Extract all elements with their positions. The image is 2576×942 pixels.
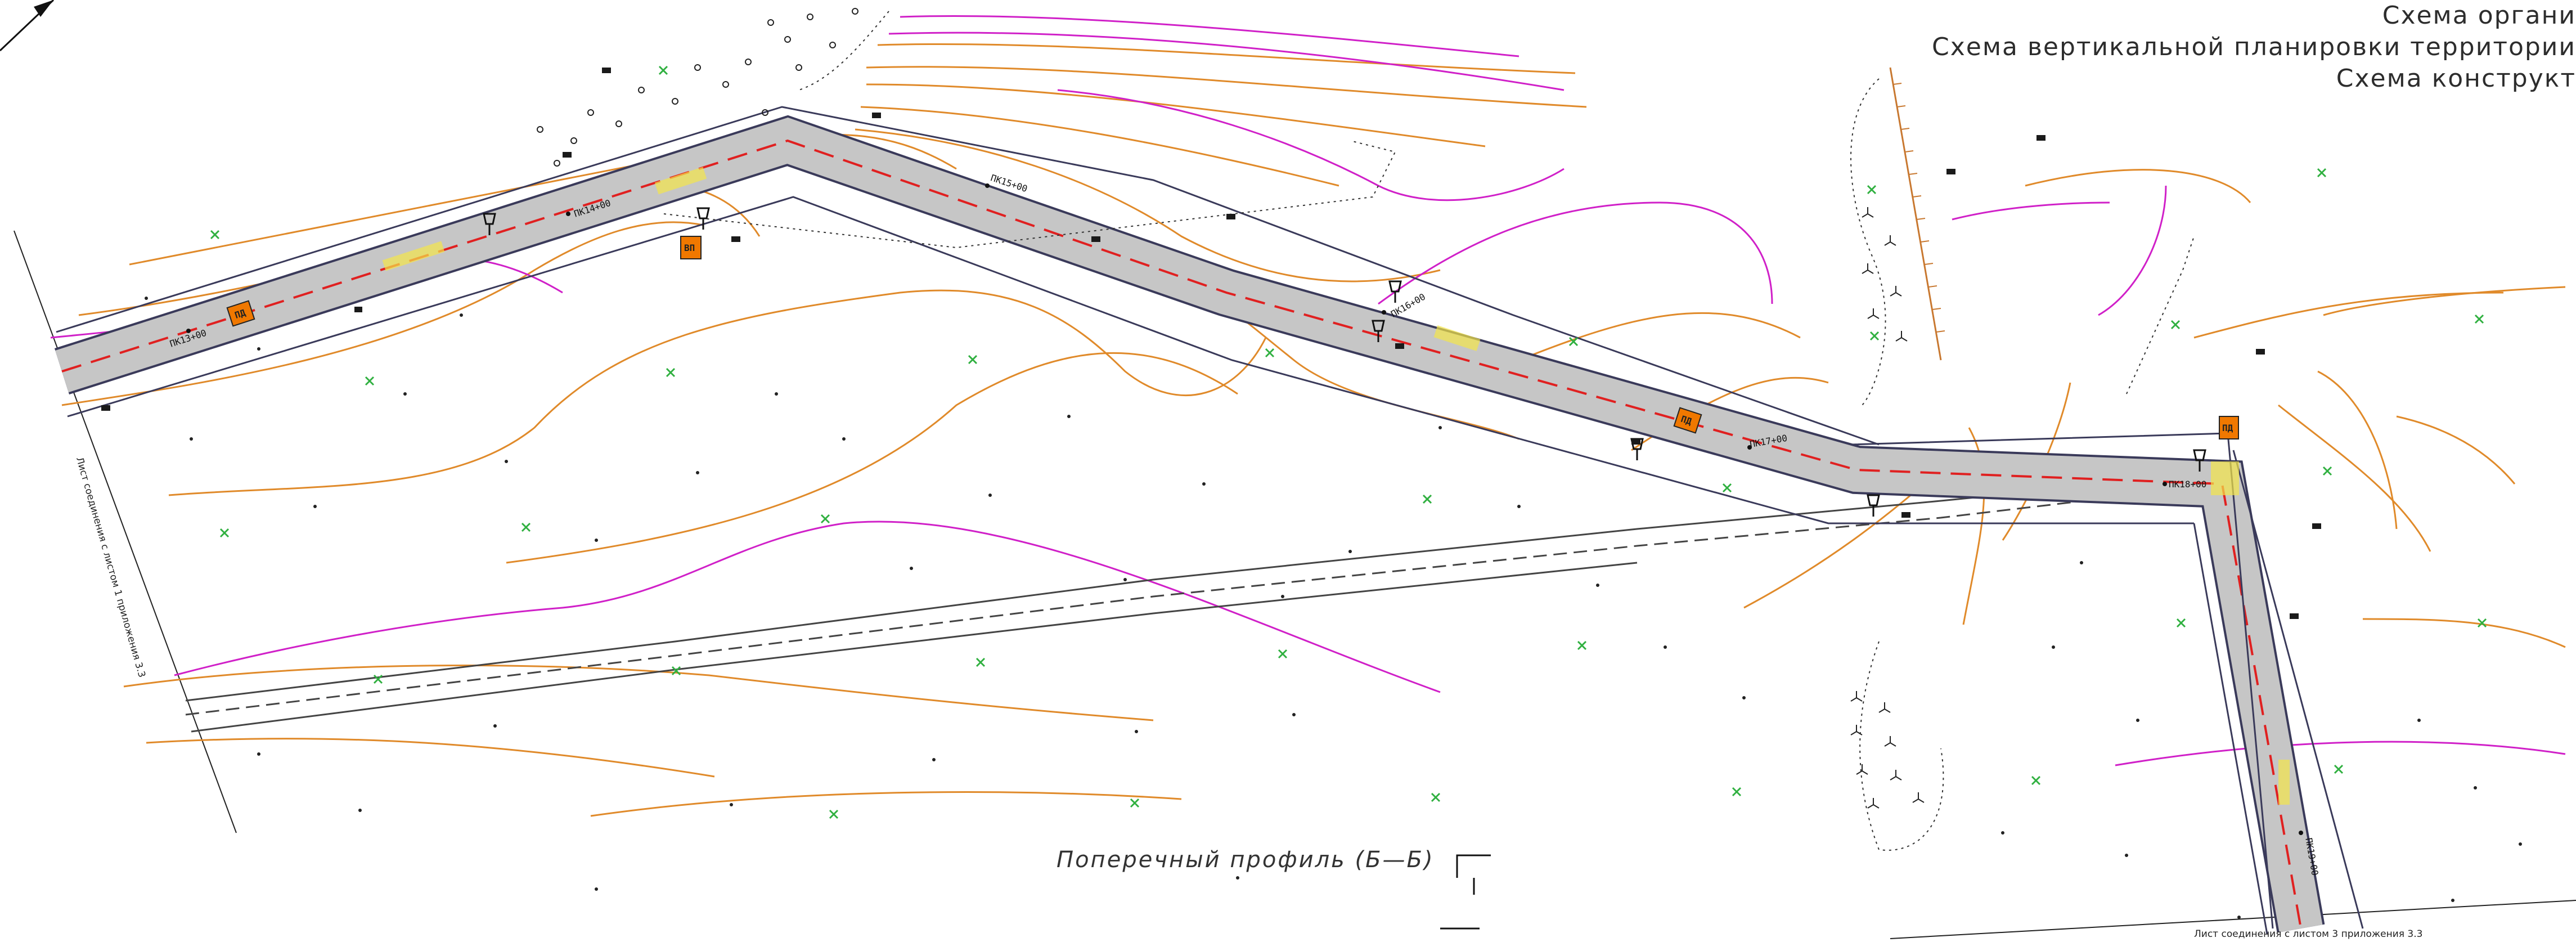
road-sign-symbols [483, 207, 2206, 930]
legend-line-3: Схема конструкт [2336, 64, 2576, 93]
road-markers: ПД ВП ПД ПД [226, 236, 2239, 439]
cross-section-caption: Поперечный профиль (Б—Б) [1057, 847, 1435, 873]
legend: Схема органи Схема вертикальной планиров… [1932, 0, 2576, 95]
sheet-boundary [14, 230, 2576, 939]
north-arrow-icon [0, 0, 55, 52]
svg-text:ВП: ВП [684, 243, 695, 253]
sheet-link-bottom: Лист соединения с листом 3 приложения 3.… [2194, 928, 2423, 940]
svg-text:ПД: ПД [2222, 423, 2233, 433]
elevation-points [145, 297, 2522, 919]
marker-pd-4: ПД [2219, 416, 2239, 439]
contour-lines [61, 43, 2566, 817]
road-boundary-lines [56, 106, 2364, 935]
elevation-label-blocks [101, 68, 2321, 619]
fence-line [1889, 67, 1945, 361]
marker-pd-1: ПД [226, 300, 255, 327]
index-contour-lines [50, 15, 2566, 766]
shrub-symbols [537, 8, 858, 167]
marker-pd-3: ПД [1673, 407, 1702, 434]
tree-symbols [1850, 207, 1925, 809]
legend-line-1: Схема органи [2382, 1, 2576, 30]
survey-points [210, 65, 2487, 819]
dotted-boundaries [663, 11, 2195, 851]
legend-line-2: Схема вертикальной планировки территории [1932, 33, 2576, 61]
marker-vp-2: ВП [680, 236, 702, 259]
picket-pk18: ПК18+00 [2169, 479, 2206, 490]
road-highlights [382, 167, 2290, 805]
